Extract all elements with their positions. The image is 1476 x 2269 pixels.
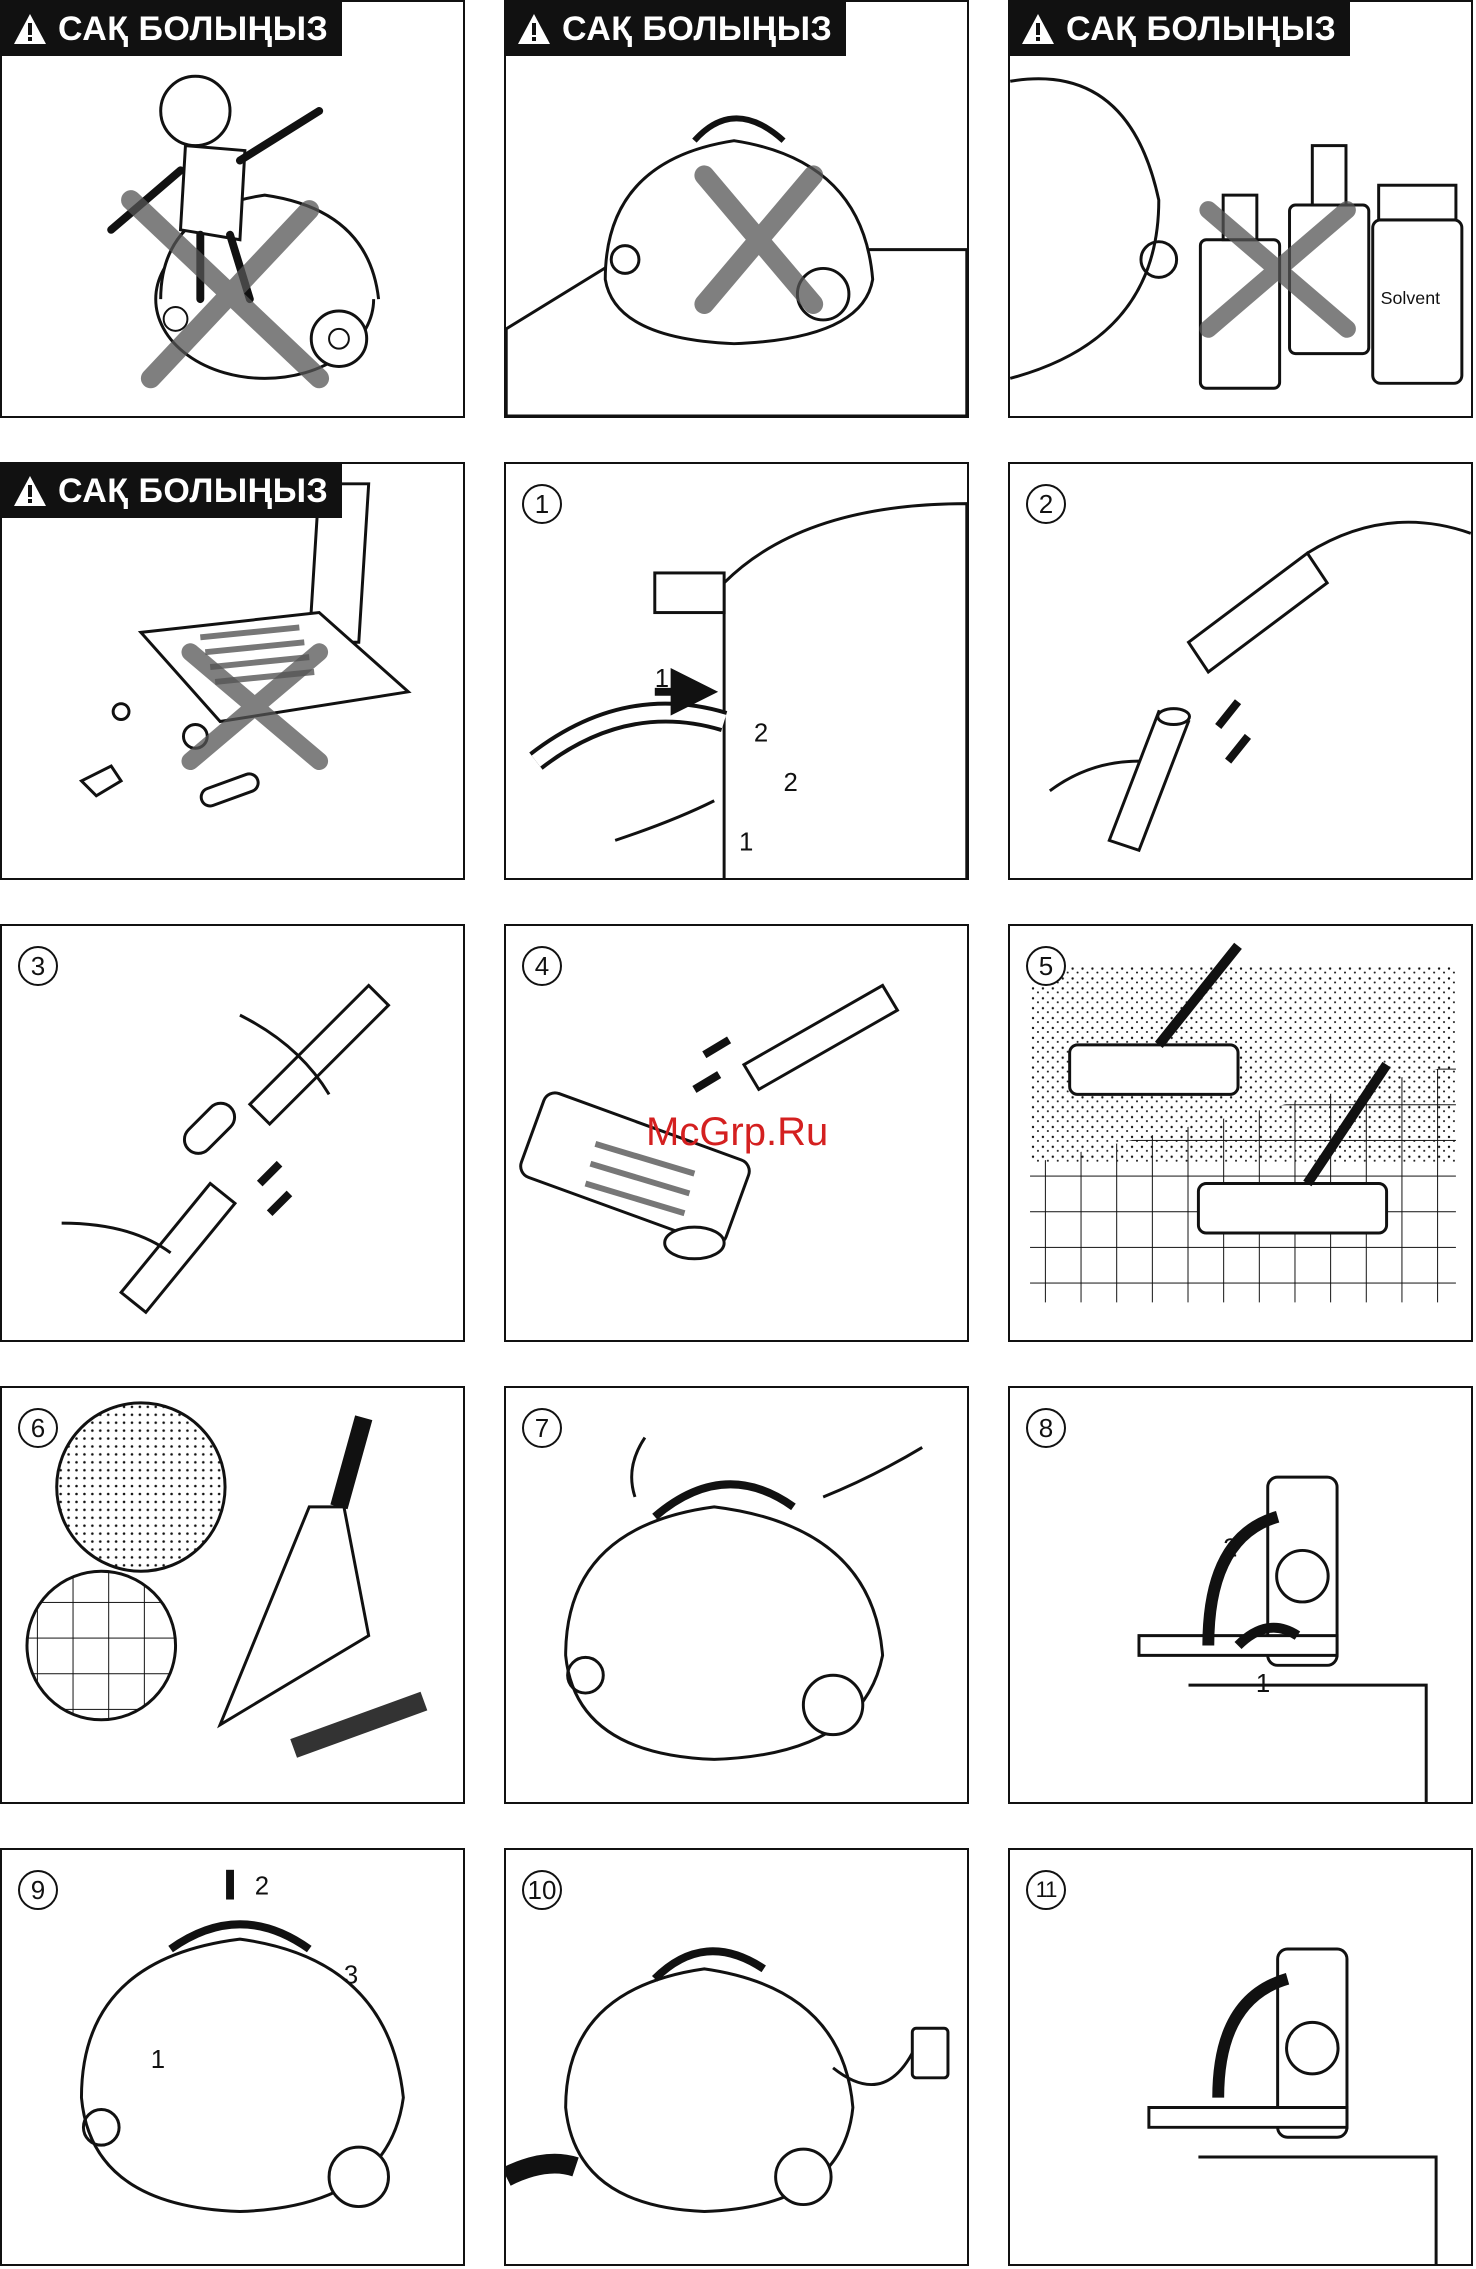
carpet-and-tile-illustration [1010,926,1471,1340]
callout-3: 3 [344,1962,358,1990]
warning-banner: САҚ БОЛЫҢЫЗ [1010,2,1350,56]
filter-bag-open-illustration: 2 1 [1010,1388,1471,1802]
callout-1: 1 [151,2046,165,2074]
warning-banner: САҚ БОЛЫҢЫЗ [2,2,342,56]
warning-panel-child: САҚ БОЛЫҢЫЗ [0,0,465,418]
step-10-panel: 10 [504,1848,969,2266]
step-6-panel: 6 [0,1386,465,1804]
warning-triangle-icon [12,12,48,46]
lift-lid-illustration [506,1388,967,1802]
step-8-panel: 8 2 1 [1008,1386,1473,1804]
step-number: 8 [1026,1408,1066,1448]
warning-panel-small-objects: САҚ БОЛЫҢЫЗ [0,462,465,880]
step-1-panel: 1 1 2 2 1 [504,462,969,880]
step-3-panel: 3 [0,924,465,1342]
warning-panel-table-edge: САҚ БОЛЫҢЫЗ [504,0,969,418]
step-7-panel: 7 [504,1386,969,1804]
floor-nozzle-objects-illustration [2,464,463,878]
step-number: 3 [18,946,58,986]
callout-2: 2 [754,719,768,747]
step-number: 4 [522,946,562,986]
cleaner-on-table-illustration [506,2,967,416]
step-2-panel: 2 [1008,462,1473,880]
step-number: 6 [18,1408,58,1448]
warning-banner: САҚ БОЛЫҢЫЗ [2,464,342,518]
solvent-label: Solvent [1381,288,1440,308]
step-number: 1 [522,484,562,524]
step-number: 2 [1026,484,1066,524]
warning-text: САҚ БОЛЫҢЫЗ [58,472,328,511]
step-11-panel: 11 [1008,1848,1473,2266]
callout-2: 2 [255,1873,269,1901]
tube-join-illustration [2,926,463,1340]
step-number: 11 [1026,1870,1066,1910]
handle-to-tube-illustration [1010,464,1471,878]
upholstery-nozzle-illustration [2,1388,463,1802]
warning-banner: САҚ БОЛЫҢЫЗ [506,2,846,56]
callout-1: 1 [655,665,669,693]
step-number: 5 [1026,946,1066,986]
warning-panel-solvents: САҚ БОЛЫҢЫЗ Solvent [1008,0,1473,418]
step-5-panel: 5 [1008,924,1473,1342]
watermark: McGrp.Ru [646,1110,828,1155]
step-9-panel: 9 2 3 1 [0,1848,465,2266]
step-number: 7 [522,1408,562,1448]
child-on-cleaner-illustration [2,2,463,416]
callout-1b: 1 [739,828,753,856]
hose-connect-illustration: 1 2 2 1 [506,464,967,878]
warning-triangle-icon [516,12,552,46]
step-number: 10 [522,1870,562,1910]
plug-in-illustration [506,1850,967,2264]
solvent-bottles-illustration: Solvent [1010,2,1471,416]
callout-2: 2 [1223,1534,1237,1562]
warning-triangle-icon [12,474,48,508]
step-number: 9 [18,1870,58,1910]
warning-text: САҚ БОЛЫҢЫЗ [562,10,832,49]
callout-2b: 2 [784,769,798,797]
filter-bag-close-illustration [1010,1850,1471,2264]
close-lid-illustration: 2 3 1 [2,1850,463,2264]
warning-text: САҚ БОЛЫҢЫЗ [58,10,328,49]
warning-text: САҚ БОЛЫҢЫЗ [1066,10,1336,49]
callout-1: 1 [1256,1670,1270,1698]
warning-triangle-icon [1020,12,1056,46]
